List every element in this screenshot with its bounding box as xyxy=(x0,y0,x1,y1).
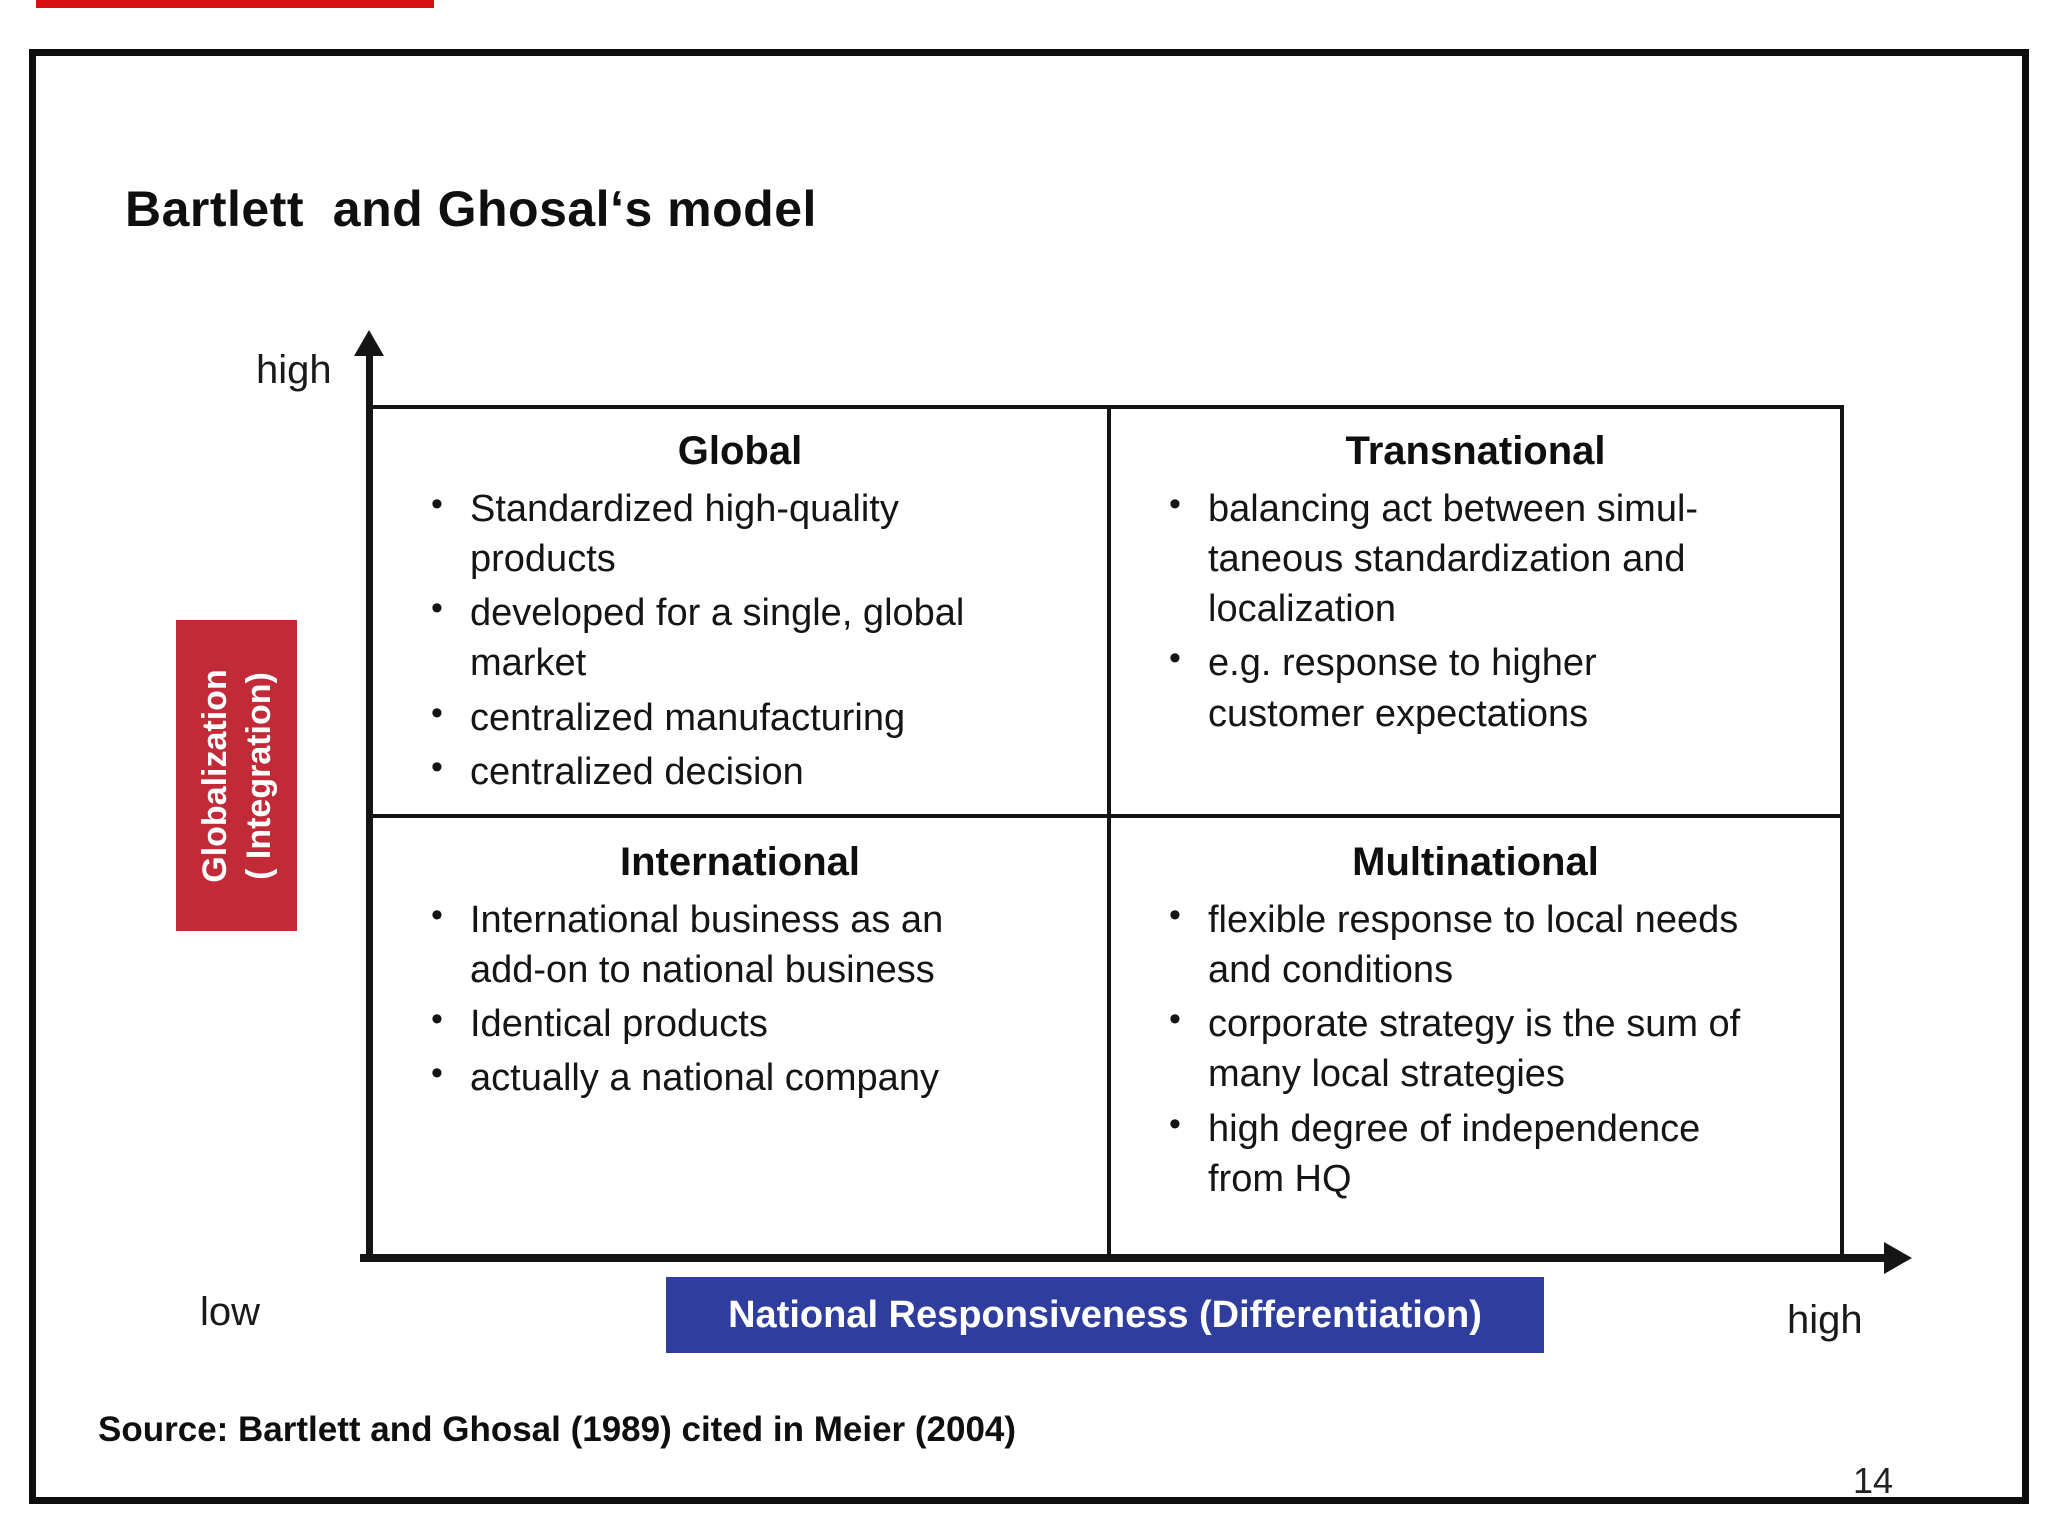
y-axis-low-label: low xyxy=(200,1290,261,1334)
quadrant-title: Multinational xyxy=(1352,840,1599,884)
y-axis-title: Globalization ( Integration) xyxy=(195,668,278,883)
quadrant-global: Global Standardized high-quality product… xyxy=(373,409,1107,814)
x-axis-high-label: high xyxy=(1787,1298,1863,1342)
quadrant-transnational: Transnational balancing act between simu… xyxy=(1111,409,1840,814)
y-axis-arrow-icon xyxy=(354,330,384,356)
quadrant-title: Global xyxy=(677,429,803,473)
matrix-vertical-divider xyxy=(1107,405,1111,1258)
y-axis-line xyxy=(366,344,373,1262)
quadrant-bullet-list: Standardized high-quality productsdevelo… xyxy=(373,482,1107,797)
bullet-item: corporate strategy is the sum of many lo… xyxy=(1111,997,1840,1099)
quadrant-title: International xyxy=(619,840,861,884)
slide-frame xyxy=(29,49,2029,1504)
x-axis-title-box: National Responsiveness (Differentiation… xyxy=(666,1277,1544,1353)
slide-title: Bartlett and Ghosal‘s model xyxy=(125,181,817,237)
bullet-item: developed for a single, global market xyxy=(373,586,1107,688)
quadrant-multinational: Multinational flexible response to local… xyxy=(1111,820,1840,1254)
quadrant-bullet-list: International business as an add-on to n… xyxy=(373,893,1107,1104)
quadrant-international: International International business as … xyxy=(373,820,1107,1254)
bullet-item: centralized decision xyxy=(373,745,1107,797)
bullet-item: e.g. response to higher customer expecta… xyxy=(1111,636,1840,738)
source-citation: Source: Bartlett and Ghosal (1989) cited… xyxy=(98,1410,1017,1449)
bullet-item: Standardized high-quality products xyxy=(373,482,1107,584)
quadrant-bullet-list: balancing act between simul- taneous sta… xyxy=(1111,482,1840,739)
bullet-item: balancing act between simul- taneous sta… xyxy=(1111,482,1840,634)
bullet-item: flexible response to local needs and con… xyxy=(1111,893,1840,995)
y-axis-title-box: Globalization ( Integration) xyxy=(176,620,297,931)
x-axis-title: National Responsiveness (Differentiation… xyxy=(728,1293,1482,1336)
bullet-item: centralized manufacturing xyxy=(373,691,1107,743)
x-axis-arrow-icon xyxy=(1884,1242,1912,1274)
bullet-item: actually a national company xyxy=(373,1051,1107,1103)
matrix-right-border xyxy=(1840,405,1844,1258)
bullet-item: Identical products xyxy=(373,997,1107,1049)
quadrant-bullet-list: flexible response to local needs and con… xyxy=(1111,893,1840,1204)
top-red-accent-bar xyxy=(36,0,434,8)
y-axis-high-label: high xyxy=(256,348,332,392)
quadrant-title: Transnational xyxy=(1345,429,1606,473)
page-number: 14 xyxy=(1853,1460,1894,1501)
bullet-item: International business as an add-on to n… xyxy=(373,893,1107,995)
matrix-horizontal-divider xyxy=(373,814,1844,818)
bullet-item: high degree of independence from HQ xyxy=(1111,1102,1840,1204)
x-axis-line xyxy=(360,1254,1888,1262)
